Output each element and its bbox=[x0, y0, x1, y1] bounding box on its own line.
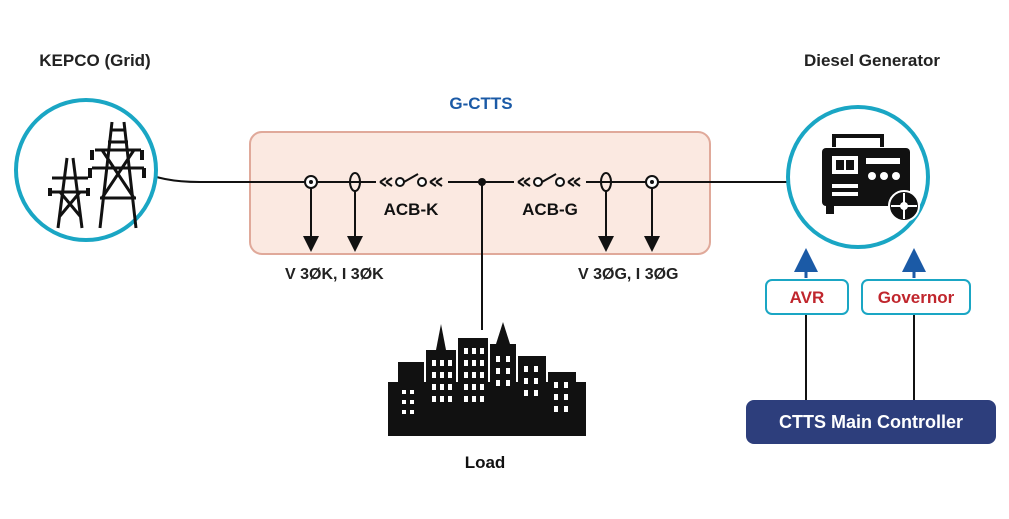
governor-label: Governor bbox=[878, 288, 955, 307]
controller-box: CTTS Main Controller bbox=[746, 400, 996, 444]
vt-g-symbol bbox=[644, 175, 660, 252]
gctts-title: G-CTTS bbox=[449, 94, 512, 113]
measurement-g-label: V 3ØG, I 3ØG bbox=[578, 266, 678, 283]
grid-circle bbox=[14, 98, 158, 242]
acb-g-breaker bbox=[514, 173, 586, 188]
governor-box: Governor bbox=[861, 279, 971, 315]
transmission-towers-icon bbox=[50, 121, 144, 229]
gctts-panel bbox=[249, 131, 711, 255]
generator-circle bbox=[786, 105, 930, 249]
diesel-generator-icon bbox=[822, 134, 920, 222]
grid-title: KEPCO (Grid) bbox=[39, 51, 150, 70]
acb-g-label: ACB-G bbox=[522, 200, 578, 219]
load-label: Load bbox=[465, 453, 506, 472]
generator-title: Diesel Generator bbox=[804, 51, 940, 70]
ct-g-symbol bbox=[598, 172, 614, 252]
acb-k-breaker bbox=[376, 173, 448, 188]
ct-k-symbol bbox=[347, 172, 363, 252]
city-buildings-icon bbox=[388, 322, 586, 436]
vt-k-symbol bbox=[303, 175, 319, 252]
controller-label: CTTS Main Controller bbox=[779, 412, 963, 432]
avr-label: AVR bbox=[790, 288, 825, 307]
measurement-k-label: V 3ØK, I 3ØK bbox=[285, 266, 384, 283]
acb-k-label: ACB-K bbox=[384, 200, 439, 219]
avr-box: AVR bbox=[765, 279, 849, 315]
